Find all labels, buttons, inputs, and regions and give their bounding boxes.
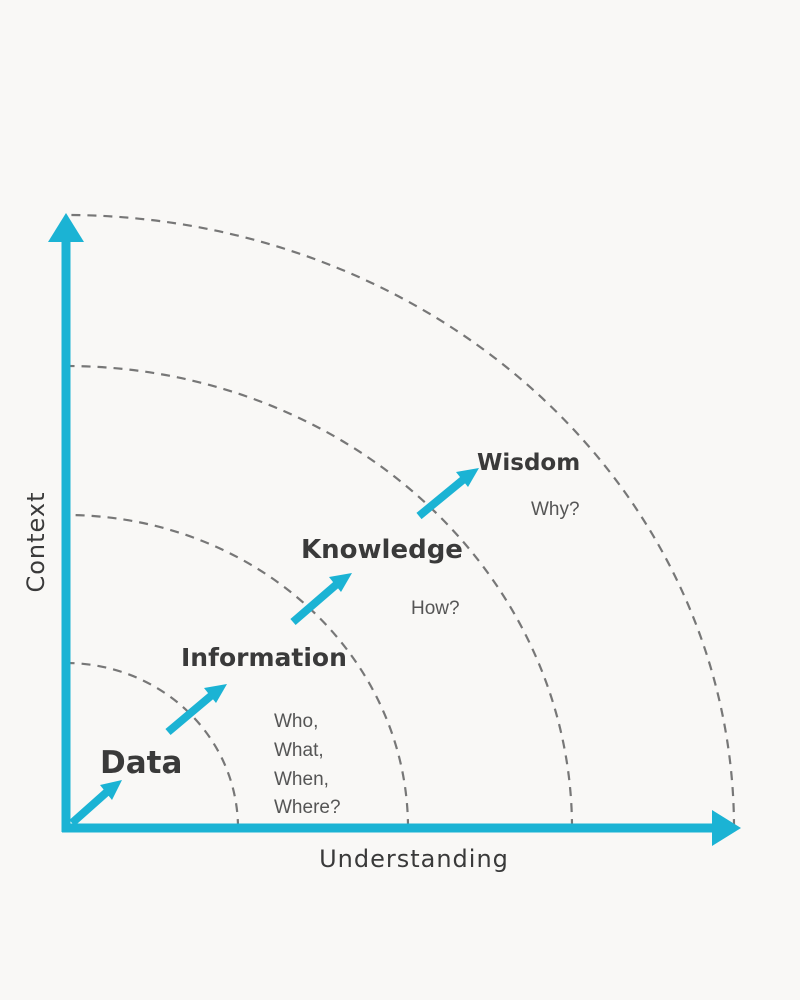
stage-label-wisdom: Wisdom <box>477 450 580 476</box>
arrow-to-knowledge <box>290 573 352 626</box>
arc-knowledge-ring <box>65 364 574 829</box>
arrow-to-wisdom <box>416 468 479 520</box>
question-why: Why? <box>531 499 580 520</box>
y-axis-arrowhead <box>48 213 84 242</box>
stage-label-data: Data <box>100 745 182 781</box>
question-line: What, <box>274 740 324 761</box>
question-how: How? <box>411 598 460 619</box>
stage-label-knowledge: Knowledge <box>301 535 463 565</box>
concentric-arcs <box>65 213 736 829</box>
question-line: Who, <box>274 711 318 732</box>
arc-information-ring <box>65 513 410 829</box>
arc-wisdom-ring <box>65 213 736 829</box>
y-axis-label: Context <box>22 491 50 592</box>
question-line: When, <box>274 769 329 790</box>
x-axis-arrowhead <box>712 810 741 846</box>
question-line: Where? <box>274 797 341 818</box>
x-axis-label: Understanding <box>319 845 509 873</box>
stage-label-information: Information <box>181 643 347 672</box>
arrow-to-information <box>165 684 227 736</box>
arrow-to-data <box>69 780 122 826</box>
axes <box>48 213 741 846</box>
questions-who-what-when-where: Who, What, When, Where? <box>274 711 341 818</box>
progression-arrows <box>69 468 479 826</box>
